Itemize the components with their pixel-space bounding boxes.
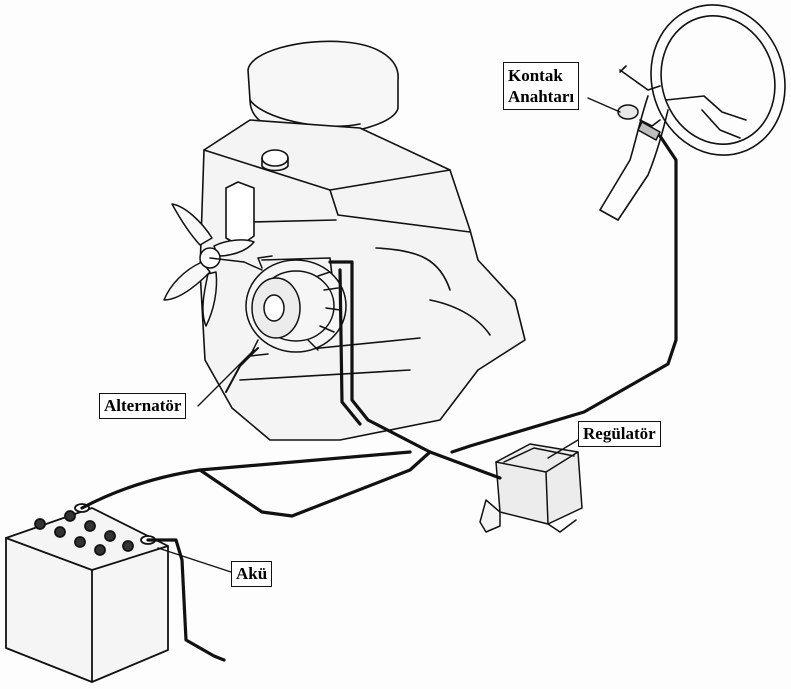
ignition-switch-label: Kontak Anahtarı bbox=[503, 62, 580, 110]
ignition-switch-icon bbox=[617, 104, 661, 141]
ignition-switch-label-line2: Anahtarı bbox=[508, 87, 575, 106]
steering-wheel-icon bbox=[599, 4, 786, 221]
alternator-icon bbox=[243, 255, 347, 357]
regulator-label: Regülatör bbox=[578, 421, 661, 447]
battery-icon bbox=[5, 503, 169, 683]
engine-block bbox=[199, 40, 526, 441]
battery-label: Akü bbox=[231, 561, 273, 587]
regulator-icon bbox=[479, 443, 583, 533]
label-leaders bbox=[157, 97, 621, 573]
fan-icon bbox=[163, 203, 255, 327]
ignition-switch-label-line1: Kontak bbox=[508, 66, 563, 85]
alternator-label: Alternatör bbox=[99, 393, 187, 419]
wiring-harness bbox=[80, 134, 678, 662]
